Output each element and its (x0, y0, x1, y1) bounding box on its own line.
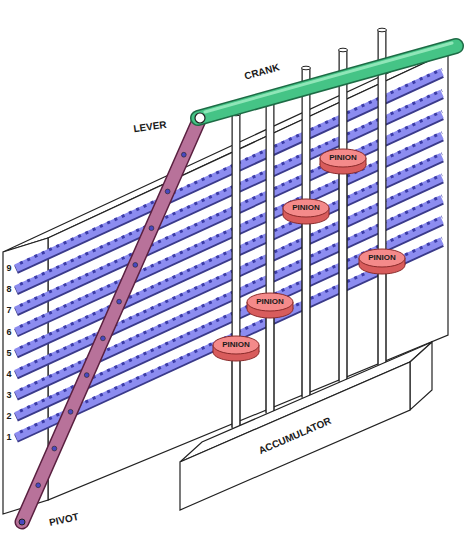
part-label: LEVER (133, 120, 167, 135)
rack-number: 1 (6, 433, 11, 442)
pivot-pin (19, 519, 25, 525)
rod-outline (378, 30, 387, 364)
lever-hole (84, 373, 89, 378)
pinion-top (247, 293, 293, 311)
lever-hole (68, 409, 73, 414)
crank-highlight (205, 43, 452, 112)
lever-hole (101, 336, 106, 341)
rod-outline (232, 361, 241, 428)
pinion-gear: PINION (246, 292, 294, 320)
rack-number: 6 (6, 327, 11, 336)
rod-connector (343, 174, 344, 382)
accumulator-box: ACCUMULATOR (178, 330, 436, 514)
lever-hole (165, 189, 170, 194)
rod-connector (306, 224, 307, 398)
lever-bar (22, 118, 200, 522)
rod-outline (266, 318, 275, 413)
pinion-label: PINION (319, 153, 367, 163)
pinion-label: PINION (246, 297, 294, 307)
rod (340, 51, 347, 381)
rod (233, 115, 240, 427)
rod-connector (270, 318, 271, 413)
rod-segment (267, 318, 274, 413)
pinion-gear: PINION (282, 198, 330, 226)
pinion-gear: PINION (358, 248, 406, 276)
rod (379, 31, 386, 364)
pinion-label: PINION (282, 203, 330, 213)
rod-segment (340, 174, 347, 382)
crank-outline (198, 46, 456, 118)
pinion-label: PINION (358, 253, 406, 263)
accumulator-shape (178, 330, 436, 514)
rod-cap (378, 28, 387, 32)
pinion-top (213, 336, 259, 354)
rod-outline (339, 174, 348, 382)
rod-outline (302, 224, 311, 398)
lever-pin (195, 113, 205, 123)
lever-hole (149, 226, 154, 231)
rack-number: 2 (6, 411, 11, 420)
pinion-top (320, 149, 366, 167)
rod-cap (302, 66, 311, 70)
pinion-gear: PINION (212, 335, 260, 363)
rod-outline (378, 274, 387, 365)
rod-outline (232, 114, 241, 427)
part-label: PIVOT (48, 512, 79, 528)
pinion-top (283, 199, 329, 217)
accumulator-end (410, 342, 432, 410)
rod-connector (382, 274, 383, 365)
rack-number: 7 (6, 306, 11, 315)
rack-number: 4 (6, 369, 11, 378)
rack-number: 3 (6, 390, 11, 399)
rod (267, 101, 274, 412)
lever-hole (181, 152, 186, 157)
rack-number: 9 (6, 264, 11, 273)
rod (303, 69, 310, 397)
lever-hole (117, 299, 122, 304)
rack-number: 5 (6, 348, 11, 357)
part-label: CRANK (243, 62, 280, 82)
rod-cap (339, 48, 348, 52)
rod-outline (266, 100, 275, 412)
rod-connector (236, 361, 237, 428)
lever-holes (36, 152, 186, 487)
rack-number: 8 (6, 285, 11, 294)
lever-hole (52, 446, 57, 451)
rod-segment (379, 274, 386, 365)
crank-bar (198, 46, 456, 118)
pinion-top (359, 249, 405, 267)
rod-outline (339, 50, 348, 381)
lever-hole (36, 483, 41, 488)
lever-hole (133, 263, 138, 268)
pinion-gear: PINION (319, 148, 367, 176)
pinion-label: PINION (212, 340, 260, 350)
lever-outline (22, 118, 200, 522)
accumulator-front (180, 362, 410, 510)
rod-segment (303, 224, 310, 398)
rod-segment (233, 361, 240, 428)
rod-outline (302, 68, 311, 397)
